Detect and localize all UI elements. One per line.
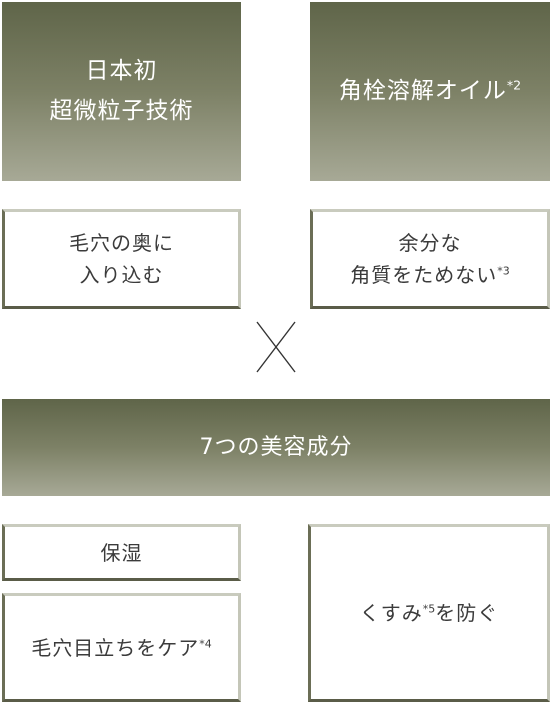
ingredient-dullness-footnote: *5	[422, 602, 436, 616]
benefit-keratin-text: 余分な角質をためない*3	[350, 227, 510, 291]
multiply-cross-icon	[256, 321, 296, 373]
benefit-penetrate-line1: 毛穴の奥に	[69, 231, 174, 255]
ingredient-dullness-label-a: くすみ	[359, 601, 423, 625]
ingredient-moisture: 保湿	[2, 524, 241, 581]
ingredient-pore-label: 毛穴目立ちをケア	[31, 635, 200, 660]
benefit-keratin-line1: 余分な	[398, 231, 462, 255]
ingredient-pore-text: 毛穴目立ちをケア*4	[31, 632, 212, 664]
feature-oil-text: 角栓溶解オイル*2	[339, 73, 521, 110]
feature-ultrafine-text: 日本初超微粒子技術	[50, 52, 194, 130]
benefit-penetrate-text: 毛穴の奥に入り込む	[69, 227, 174, 291]
feature-ultrafine-particle-tech: 日本初超微粒子技術	[2, 2, 241, 181]
ingredient-prevent-dullness: くすみ*5を防ぐ	[308, 524, 550, 702]
feature-plug-dissolving-oil: 角栓溶解オイル*2	[310, 2, 550, 181]
ingredient-pore-care: 毛穴目立ちをケア*4	[2, 593, 241, 702]
feature-ultrafine-line1: 日本初	[85, 58, 158, 85]
benefit-prevent-keratin: 余分な角質をためない*3	[310, 209, 550, 309]
ingredients-title-banner: 7つの美容成分	[2, 399, 550, 496]
ingredient-moisture-label: 保湿	[100, 540, 143, 565]
feature-oil-label: 角栓溶解オイル	[338, 78, 507, 105]
ingredients-title: 7つの美容成分	[199, 434, 353, 460]
benefit-keratin-line2: 角質をためない	[350, 263, 498, 287]
benefit-penetrate-pores: 毛穴の奥に入り込む	[2, 209, 241, 309]
ingredient-dullness-label-b: を防ぐ	[435, 601, 499, 625]
benefit-keratin-footnote: *3	[497, 264, 510, 278]
benefit-penetrate-line2: 入り込む	[79, 263, 164, 287]
ingredient-dullness-text: くすみ*5を防ぐ	[360, 597, 499, 629]
feature-ultrafine-line2: 超微粒子技術	[49, 97, 194, 124]
ingredient-pore-footnote: *4	[199, 636, 212, 650]
feature-oil-footnote: *2	[506, 77, 522, 93]
